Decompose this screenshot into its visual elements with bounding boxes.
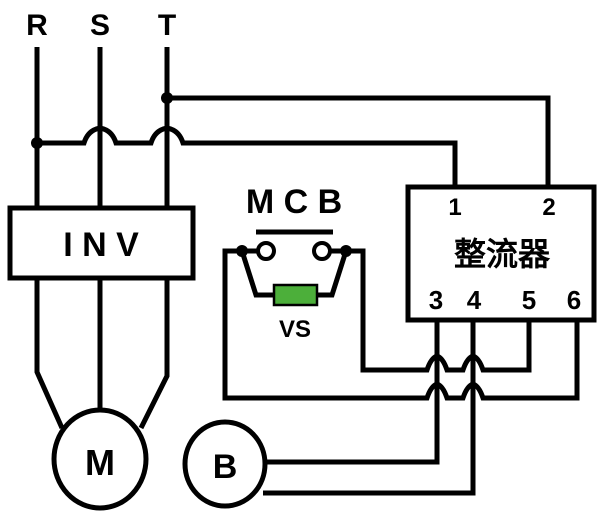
wire-mcb-right-to-rect-5 xyxy=(346,248,532,373)
inverter-label: I N V xyxy=(63,226,139,264)
rect-terminal-4: 4 xyxy=(467,285,482,315)
motor-circle xyxy=(51,407,149,511)
wire-rect-4-to-brake xyxy=(263,320,476,496)
breaker-contact-left xyxy=(256,241,276,261)
phase-label-t: T xyxy=(158,9,176,42)
varistor-label: VS xyxy=(279,316,311,343)
phase-label-s: S xyxy=(90,9,110,42)
wire-inv-motor-u xyxy=(34,278,65,430)
varistor xyxy=(272,283,319,307)
wire-vs-left xyxy=(239,250,275,298)
rect-terminal-2: 2 xyxy=(542,194,555,221)
brake-circle xyxy=(182,419,268,509)
wire-rect-3-to-brake xyxy=(263,320,440,465)
wire-t-to-rect-2 xyxy=(167,95,551,187)
motor-label: M xyxy=(85,442,115,483)
rect-terminal-1: 1 xyxy=(448,194,461,221)
wire-r-to-rect-1 xyxy=(37,125,458,187)
phase-label-r: R xyxy=(26,9,48,42)
wire-vs-right xyxy=(315,250,349,298)
breaker-label: M C B xyxy=(246,183,342,221)
breaker-contact-right xyxy=(312,241,332,261)
rectifier-box xyxy=(405,184,597,323)
wire-inv-motor-w xyxy=(138,278,170,430)
rect-terminal-5: 5 xyxy=(522,285,536,315)
rectifier-label: 整流器 xyxy=(454,236,551,272)
rect-terminal-6: 6 xyxy=(567,285,581,315)
rect-terminal-3: 3 xyxy=(429,285,443,315)
brake-label: B xyxy=(213,448,238,486)
wire-mcb-left-to-rect-6 xyxy=(222,248,580,401)
